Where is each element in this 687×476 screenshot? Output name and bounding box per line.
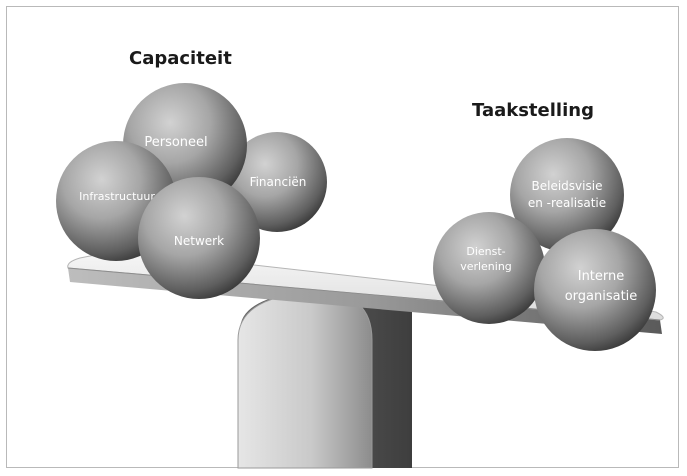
sphere-label-infrastructuur: Infrastructuur	[79, 190, 155, 203]
sphere-label-financien: Financiën	[250, 175, 307, 189]
sphere-label-interne-organisatie-2: organisatie	[565, 289, 638, 304]
sphere-label-dienstverlening-2: verlening	[460, 260, 512, 273]
sphere-label-netwerk: Netwerk	[174, 234, 224, 248]
sphere-beleidsvisie: Beleidsvisie en -realisatie	[510, 138, 624, 252]
fulcrum	[237, 291, 412, 469]
sphere-label-personeel: Personeel	[144, 135, 207, 150]
sphere-netwerk: Netwerk	[138, 177, 260, 299]
sphere-label-beleidsvisie-1: Beleidsvisie	[532, 179, 603, 193]
sphere-financien: Financiën	[227, 132, 327, 232]
sphere-label-dienstverlening-1: Dienst-	[466, 245, 505, 258]
sphere-interne-organisatie: Interne organisatie	[534, 229, 656, 351]
capaciteit-heading: Capaciteit	[129, 48, 232, 69]
sphere-label-interne-organisatie-1: Interne	[578, 269, 625, 284]
sphere-label-beleidsvisie-2: en -realisatie	[528, 196, 606, 210]
sphere-dienstverlening: Dienst- verlening	[433, 212, 545, 324]
taakstelling-heading: Taakstelling	[472, 100, 594, 121]
